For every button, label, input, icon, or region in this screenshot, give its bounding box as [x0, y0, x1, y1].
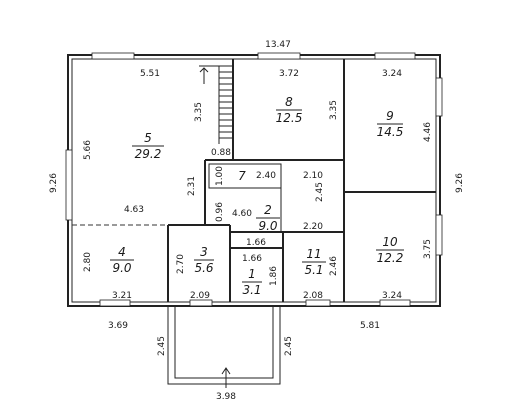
r4-left-dim: 2.80 [83, 252, 93, 272]
window [257, 52, 301, 60]
window [374, 52, 416, 60]
r2-dim-245: 2.45 [315, 182, 325, 202]
room-11-area: 5.1 [304, 263, 323, 277]
r5-inner-dim: 2.31 [187, 176, 197, 196]
window [435, 214, 443, 256]
room-7-number: 7 [238, 169, 246, 183]
overall-bottom-right: 5.81 [360, 321, 380, 331]
overall-right-height: 9.26 [455, 173, 465, 193]
window [435, 77, 443, 117]
r10-bottom-dim: 3.24 [382, 291, 402, 301]
room-3-number: 3 [200, 245, 208, 259]
r2-dim-096: 0.96 [215, 202, 225, 222]
room-7-area: 2.40 [256, 171, 276, 181]
r2-dim-210: 2.10 [303, 171, 323, 181]
r9-right-dim: 4.46 [423, 122, 433, 142]
room-11-number: 11 [306, 247, 321, 261]
room-10-number: 10 [382, 235, 398, 249]
room-2-number: 2 [264, 203, 272, 217]
overall-bottom-left: 3.69 [108, 321, 128, 331]
room-5-number: 5 [144, 131, 152, 145]
room-1-area: 3.1 [242, 283, 261, 297]
r3-bottom-dim: 2.09 [190, 291, 210, 301]
window [91, 52, 135, 60]
room-9-number: 9 [386, 109, 394, 123]
porch-width: 3.98 [216, 392, 236, 402]
r1-right-dim: 1.86 [269, 266, 279, 286]
r7-dim-100: 1.00 [215, 166, 225, 186]
room-2-area: 9.0 [258, 219, 277, 233]
r3-left-dim: 2.70 [176, 254, 186, 274]
window [65, 149, 73, 221]
room-10-area: 12.2 [377, 251, 404, 265]
room-8-area: 12.5 [276, 111, 303, 125]
porch-depth-left: 2.45 [157, 336, 167, 356]
room-3-area: 5.6 [194, 261, 213, 275]
r10-right-dim: 3.75 [423, 239, 433, 259]
room-9-area: 14.5 [377, 125, 404, 139]
r1-top-dim: 1.66 [242, 254, 262, 264]
window [99, 299, 131, 307]
r5-top-dim: 5.51 [140, 69, 160, 79]
porch [167, 305, 281, 388]
r4-bottom-dim: 3.21 [112, 291, 132, 301]
room-4-number: 4 [118, 245, 126, 259]
r8-top-dim: 3.72 [279, 69, 299, 79]
room-5-area: 29.2 [135, 147, 162, 161]
r9-top-dim: 3.24 [382, 69, 402, 79]
r5-stair-dim: 3.35 [194, 102, 204, 122]
porch-depth-right: 2.45 [284, 336, 294, 356]
overall-left-height: 9.26 [49, 173, 59, 193]
window [305, 299, 331, 307]
r5-bottom-dim: 4.63 [124, 205, 144, 215]
room-4-area: 9.0 [112, 261, 131, 275]
overall-top-width: 13.47 [265, 40, 291, 50]
room-8-number: 8 [285, 95, 293, 109]
r2-dim-166: 1.66 [246, 238, 266, 248]
room-1-number: 1 [248, 267, 256, 281]
r5-left-dim: 5.66 [83, 140, 93, 160]
corr-dim-088: 0.88 [211, 148, 231, 158]
r2-dim-220: 2.20 [303, 222, 323, 232]
r8-right-dim: 3.35 [329, 100, 339, 120]
r11-bottom-dim: 2.08 [303, 291, 323, 301]
stairs [199, 65, 233, 144]
r2-dim-460: 4.60 [232, 209, 252, 219]
window [379, 299, 411, 307]
r11-right-dim: 2.46 [329, 256, 339, 276]
